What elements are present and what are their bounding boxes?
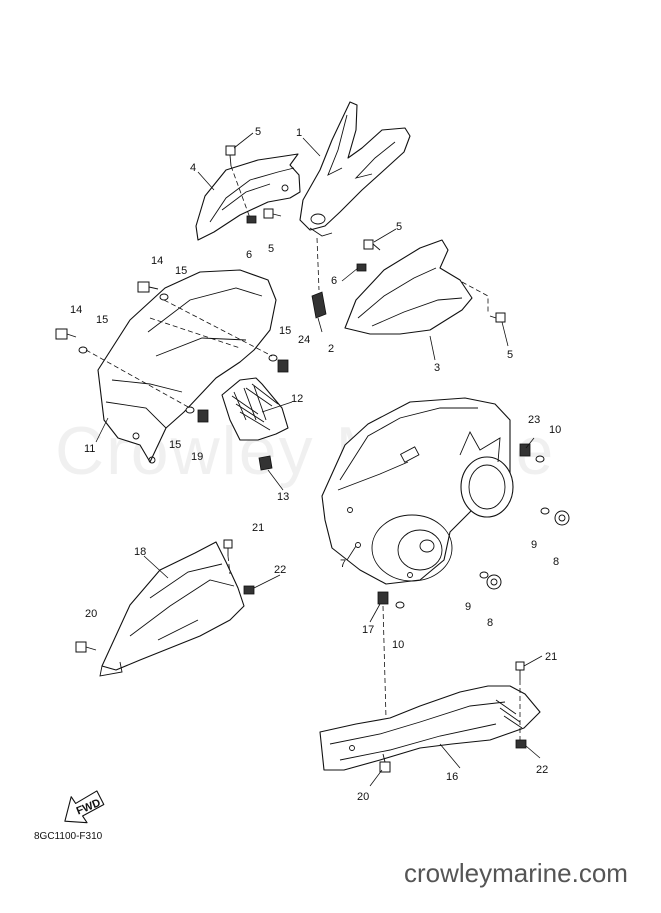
leader-lines [95,132,543,787]
washer-15-c [268,354,278,362]
callout-20-left: 20 [85,608,97,620]
callout-24: 24 [298,334,310,346]
callout-22-left: 22 [274,564,286,576]
callout-11: 11 [84,443,95,455]
callout-13: 13 [277,491,289,503]
callout-22-right: 22 [536,764,548,776]
bolt-20-left [75,641,97,653]
washer-15-b [78,346,88,354]
part-4-side-cover[interactable] [195,153,301,241]
clip-2 [311,291,327,319]
callout-15-b: 15 [96,314,108,326]
washer-15-d [185,406,195,414]
washer-9-lower [479,571,489,579]
callout-17: 17 [362,624,374,636]
bolt-5-right [489,312,506,323]
clip-13 [258,455,273,471]
clip-22-left [243,585,255,595]
part-12-grille[interactable] [221,377,289,441]
bolt-14-top [137,281,159,293]
part-7-main-cover[interactable] [321,397,514,585]
brand-url-link[interactable]: crowleymarine.com [404,858,628,888]
clip-19 [197,409,209,423]
callout-9-lower: 9 [465,601,471,613]
callout-20-bottom: 20 [357,791,369,803]
callout-19: 19 [191,451,203,463]
clip-17 [377,591,389,605]
bolt-5-top-left [225,145,236,167]
callout-8-upper: 8 [553,556,559,568]
callout-5-right: 5 [507,349,513,361]
fwd-label: FWD [75,797,103,818]
callout-14-top: 14 [151,255,163,267]
assembly-lines [85,165,521,740]
callout-14-left: 14 [70,304,82,316]
washer-10-right [535,455,545,463]
callout-6-right: 6 [331,275,337,287]
callout-8-lower: 8 [487,617,493,629]
callout-5-top-left: 5 [255,126,261,138]
callout-15-a: 15 [175,265,187,277]
bolt-21-left [223,539,233,556]
bolt-14-left [55,328,77,340]
callout-10-upper: 10 [549,424,561,436]
callout-3: 3 [434,362,440,374]
callout-9-upper: 9 [531,539,537,551]
callout-2: 2 [328,343,334,355]
clip-22-right [515,739,527,749]
bolt-20-bottom [379,753,391,773]
callout-7: 7 [340,558,346,570]
callout-15-c: 15 [279,325,291,337]
washer-9-upper [540,507,550,515]
part-11-front-cover[interactable] [97,269,277,464]
bolt-5-top-mid [263,208,282,219]
part-3-right-cover[interactable] [344,239,489,335]
part-1-upper-cover[interactable] [299,101,411,237]
grommet-8-lower [486,574,502,590]
callout-numbers: 1 2 3 4 5 5 5 5 6 6 7 8 8 9 9 10 10 11 1… [70,126,561,803]
callout-5-top-mid: 5 [268,243,274,255]
washer-10-lower [395,601,405,609]
callout-18: 18 [134,546,146,558]
callout-4: 4 [190,162,196,174]
grommet-8-upper [554,510,570,526]
fwd-arrow-icon: FWD [64,790,105,824]
callout-16: 16 [446,771,458,783]
callout-23: 23 [528,414,540,426]
hardware [55,145,570,773]
bolt-21-right [515,661,525,680]
part-18-left-lower-cover[interactable] [99,541,245,677]
washer-15-a [159,293,169,301]
clip-6-right [356,263,367,272]
bolt-5-right-top [363,239,381,251]
drawing-code: 8GC1100-F310 [34,831,103,842]
clip-6-left [246,215,257,224]
clip-23 [519,443,531,457]
callout-5-right-top: 5 [396,221,402,233]
part-16-right-lower-cover[interactable] [319,685,541,771]
clip-24 [277,359,289,373]
callout-1: 1 [296,127,302,139]
callout-21-right: 21 [545,651,557,663]
callout-12: 12 [291,393,303,405]
callout-15-d: 15 [169,439,181,451]
callout-10-lower: 10 [392,639,404,651]
callout-21-left: 21 [252,522,264,534]
callout-6-left: 6 [246,249,252,261]
